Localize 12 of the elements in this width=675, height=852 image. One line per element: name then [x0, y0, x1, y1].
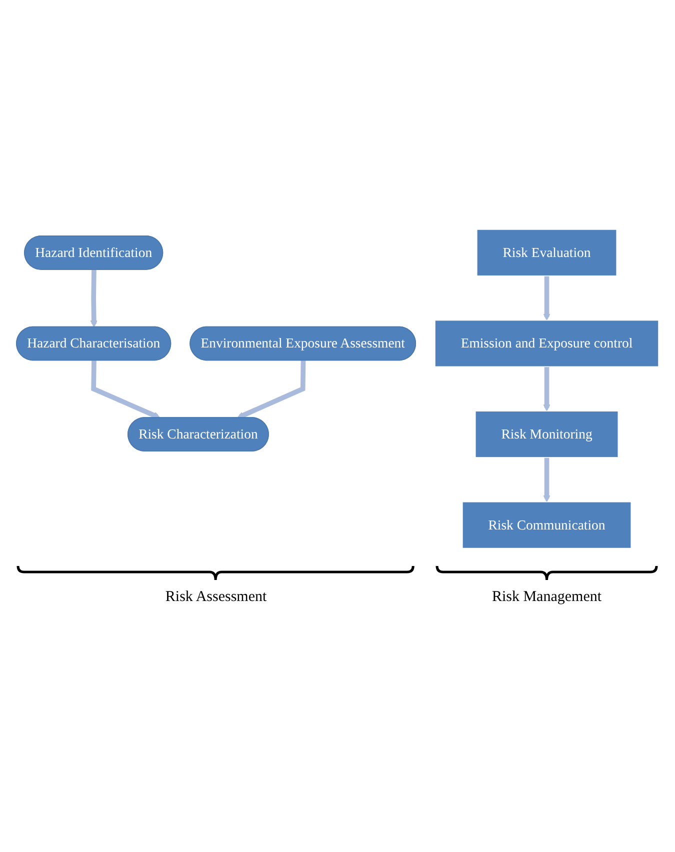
arrow	[543, 276, 550, 321]
arrow	[90, 270, 98, 328]
node-box: Risk Communication	[462, 502, 632, 549]
node-box: Emission and Exposure control	[434, 320, 659, 368]
bracket-label: Risk Management	[492, 588, 602, 606]
arrow	[236, 360, 306, 419]
node-box: Risk Monitoring	[474, 410, 619, 458]
arrow	[543, 366, 550, 412]
node-box: Risk Evaluation	[476, 229, 618, 276]
arrow	[543, 458, 550, 502]
bracket-label: Risk Assessment	[165, 588, 267, 606]
arrow	[91, 360, 160, 419]
